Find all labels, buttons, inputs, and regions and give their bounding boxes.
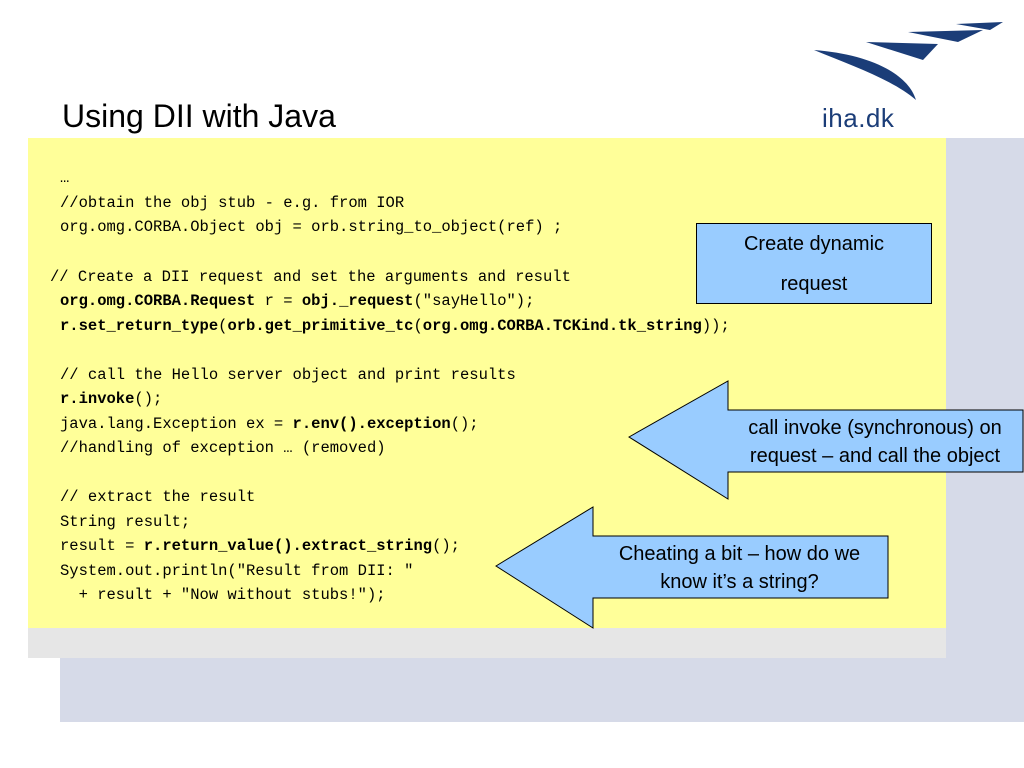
code-segment-1: r = <box>255 292 302 310</box>
code-segment-5: )); <box>701 317 730 335</box>
callout-line-1: Create dynamic <box>743 233 885 255</box>
code-line-7: // call the Hello server object and prin… <box>60 366 516 384</box>
string-arrow-text: Cheating a bit – how do we know it’s a s… <box>593 540 886 596</box>
code-segment-0: result = <box>60 537 144 555</box>
code-line-10: //handling of exception … (removed) <box>60 439 386 457</box>
code-line-6: r.set_return_type(orb.get_primitive_tc(o… <box>60 317 730 335</box>
code-line-3: org.omg.CORBA.Object obj = orb.string_to… <box>60 218 563 236</box>
code-line-12: String result; <box>60 513 191 531</box>
code-segment-1: ( <box>218 317 228 335</box>
slide-grey-band <box>28 628 946 658</box>
code-bold-segment-1: r.return_value().extract_string <box>143 537 433 555</box>
code-segment-3: ("sayHello"); <box>413 292 535 310</box>
invoke-arrow-callout <box>628 380 1024 500</box>
slide-title: Using DII with Java <box>62 98 336 134</box>
code-line-15: + result + "Now without stubs!"); <box>60 586 386 604</box>
code-bold-segment-2: orb.get_primitive_tc <box>227 317 414 335</box>
code-bold-segment-0: org.omg.CORBA.Request <box>60 292 256 310</box>
code-line-9: java.lang.Exception ex = r.env().excepti… <box>60 415 479 433</box>
iha-logo-icon <box>814 22 1003 100</box>
code-bold-segment-2: obj._request <box>301 292 414 310</box>
code-bold-segment-4: org.omg.CORBA.TCKind.tk_string <box>422 317 702 335</box>
code-line-4: // Create a DII request and set the argu… <box>50 268 571 286</box>
string-arrow-line-2: know it’s a string? <box>660 571 819 593</box>
code-line-5: org.omg.CORBA.Request r = obj._request("… <box>60 292 534 310</box>
invoke-arrow-line-2: request – and call the object <box>749 445 1001 467</box>
code-bold-segment-1: r.env().exception <box>292 415 451 433</box>
code-line-13: result = r.return_value().extract_string… <box>60 537 460 555</box>
invoke-arrow-line-1: call invoke (synchronous) on <box>748 417 1002 439</box>
string-arrow-callout <box>495 506 889 629</box>
logo-text: iha.dk <box>822 103 895 133</box>
callout-line-2: request <box>780 273 848 295</box>
code-line-8: r.invoke(); <box>60 390 162 408</box>
code-line-11: // extract the result <box>60 488 256 506</box>
code-line-14: System.out.println("Result from DII: " <box>60 562 414 580</box>
code-bold-segment-0: r.set_return_type <box>60 317 219 335</box>
code-segment-1: (); <box>134 390 163 408</box>
code-line-2: //obtain the obj stub - e.g. from IOR <box>60 194 405 212</box>
code-segment-3: ( <box>413 317 423 335</box>
code-segment-2: (); <box>450 415 479 433</box>
code-segment-2: (); <box>432 537 460 555</box>
invoke-arrow-text: call invoke (synchronous) on request – a… <box>728 414 1022 470</box>
create-request-callout: Create dynamic request <box>696 223 932 304</box>
code-bold-segment-0: r.invoke <box>60 390 135 408</box>
code-segment-0: java.lang.Exception ex = <box>60 415 293 433</box>
string-arrow-line-1: Cheating a bit – how do we <box>618 543 861 565</box>
code-line-1: … <box>60 169 70 187</box>
